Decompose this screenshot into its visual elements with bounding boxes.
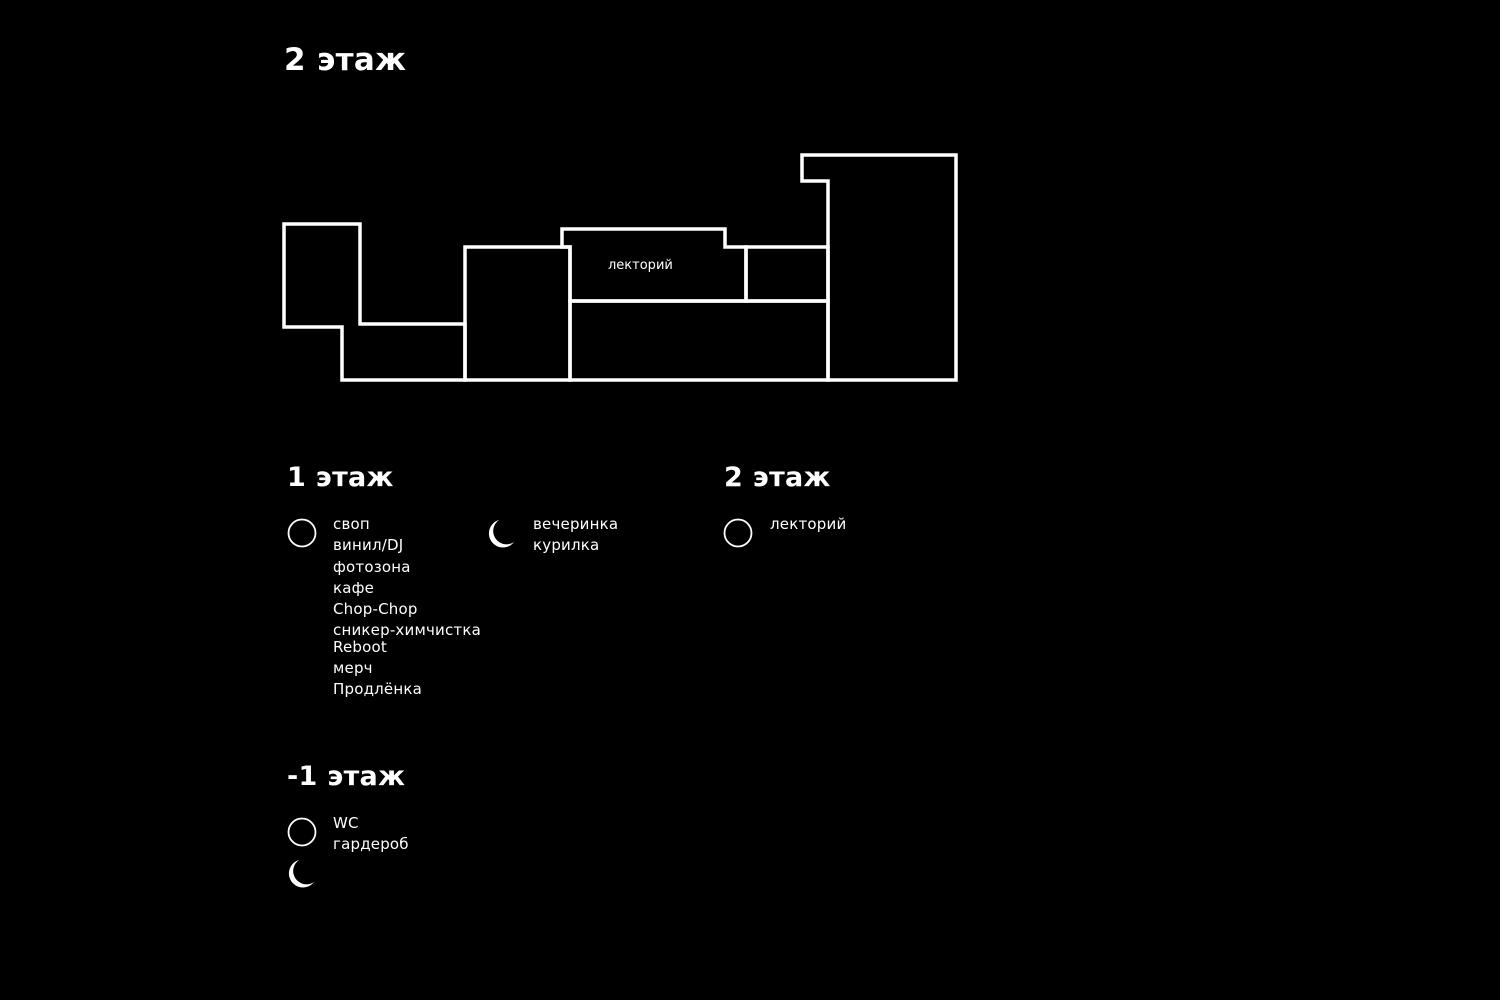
- list-item: своп: [333, 515, 370, 533]
- floor-minus-1-circle-list: WC гардероб: [333, 813, 409, 856]
- plan-room-3: [744, 245, 830, 303]
- circle-outline-icon: [286, 816, 318, 848]
- list-item: WC: [333, 814, 359, 832]
- floor-1-title: 1 этаж: [287, 462, 394, 493]
- plan-outline: [282, 222, 467, 382]
- floor-1-moon-list: вечеринка курилка: [533, 514, 618, 557]
- list-item: Reboot: [333, 637, 387, 656]
- floor-2-circle-list: лекторий: [770, 514, 846, 535]
- list-item: Chop-Chop: [333, 600, 418, 619]
- floor-minus-1-title: -1 этаж: [287, 761, 406, 792]
- crescent-moon-icon: [286, 858, 318, 890]
- plan-room-1: [463, 245, 572, 382]
- plan-label-lecture: лекторий: [608, 258, 673, 273]
- floor-1-circle-list: своп винил/DJ фотозона кафе Chop-Chop сн…: [333, 514, 481, 701]
- list-item: курилка: [533, 536, 600, 555]
- list-item: мерч: [333, 659, 373, 678]
- list-item: фотозона: [333, 557, 411, 576]
- list-item: Продлёнка: [333, 680, 423, 699]
- floor-2-title: 2 этаж: [724, 462, 831, 493]
- plan-room-5: [800, 153, 958, 382]
- list-item: сникер-химчистка: [333, 621, 482, 640]
- plan-room-4: [568, 299, 830, 382]
- floor-plan: [276, 146, 966, 390]
- circle-outline-icon: [286, 517, 318, 549]
- crescent-moon-icon: [486, 518, 518, 550]
- circle-outline-icon: [722, 517, 754, 549]
- list-item: кафе: [333, 578, 375, 597]
- list-item: гардероб: [333, 835, 409, 854]
- list-item: вечеринка: [533, 515, 619, 533]
- page-title: 2 этаж: [284, 42, 407, 78]
- list-item: лекторий: [770, 515, 847, 533]
- list-item: винил/DJ: [333, 536, 404, 555]
